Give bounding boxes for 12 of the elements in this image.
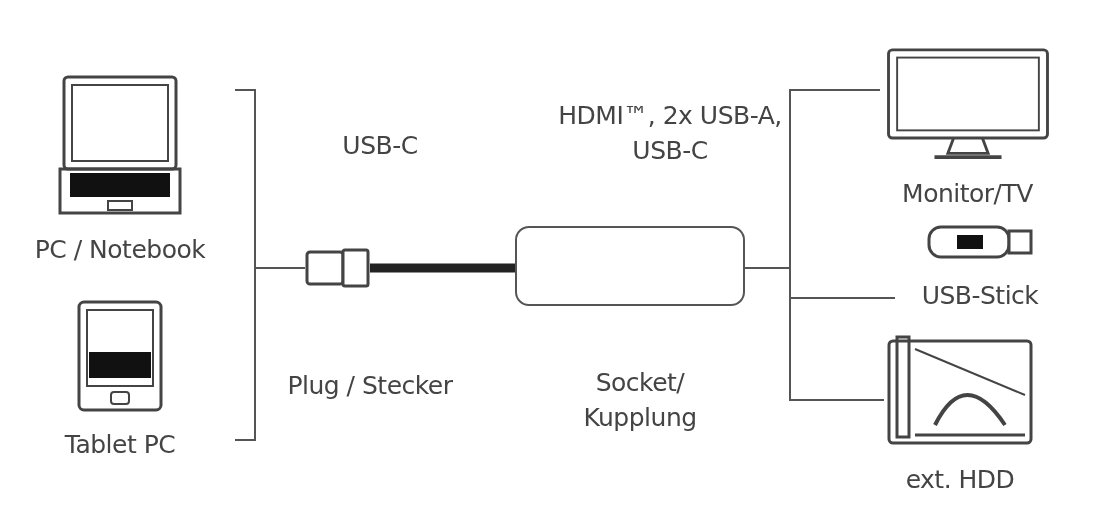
- device-label: Monitor/TV: [902, 179, 1033, 208]
- device-label: Tablet PC: [64, 430, 176, 459]
- port-caption: Plug / Stecker: [286, 370, 454, 402]
- device-label: USB-Stick: [921, 281, 1039, 310]
- port-caption: USB-C: [341, 130, 419, 162]
- connector-line: [744, 267, 885, 401]
- cable: [370, 263, 515, 273]
- device-label: ext. HDD: [905, 465, 1015, 494]
- connector-line: [234, 267, 306, 441]
- port-caption: Socket/ Kupplung: [582, 367, 698, 434]
- device-label: PC / Notebook: [34, 235, 206, 264]
- port-caption: HDMI™, 2x USB-A, USB-C: [557, 100, 783, 167]
